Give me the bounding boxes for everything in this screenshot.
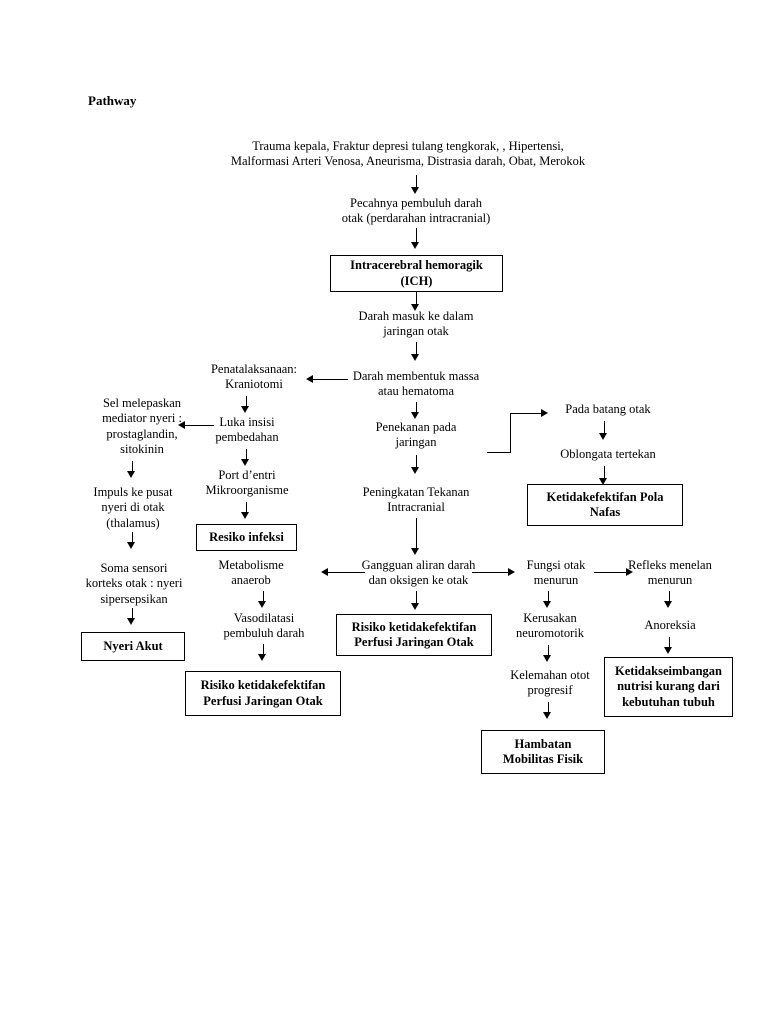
node-vasodilation: Vasodilatasi pembuluh darah (223, 611, 305, 641)
connector-anaerobic-to-vasodilation (263, 591, 264, 603)
connector-incision-to-mediator (184, 425, 214, 426)
box-nyeri-akut: Nyeri Akut (81, 632, 185, 661)
connector-causes-to-rupture (416, 175, 417, 189)
node-hematoma: Darah membentuk massa atau hematoma (352, 369, 480, 399)
arrowhead-down-rupture (411, 242, 419, 249)
connector-swallow-to-anorexia (669, 591, 670, 603)
connector-flow-to-perfusion-center (416, 591, 417, 605)
box-intracerebral-hemoragik: Intracerebral hemoragik (ICH) (330, 255, 503, 292)
arrowhead-down-neuromotor (543, 655, 551, 662)
arrowhead-right-brain-function (626, 568, 633, 576)
node-management: Penatalaksanaan: Kraniotomi (210, 362, 298, 392)
arrowhead-left-incision (178, 421, 185, 429)
arrowhead-left-flow (321, 568, 328, 576)
arrowhead-down-hematoma (411, 412, 419, 419)
connector-blood-enters-to-hematoma (416, 342, 417, 356)
node-medulla-compressed: Oblongata tertekan (560, 447, 656, 461)
arrowhead-down-impulse (127, 542, 135, 549)
box-perfusion-risk-left: Risiko ketidakefektifan Perfusi Jaringan… (185, 671, 341, 716)
arrowhead-down-ich (411, 304, 419, 311)
connector-hematoma-to-management (312, 379, 348, 380)
connector-icp-to-flow (416, 518, 417, 550)
connector-management-to-incision (246, 396, 247, 408)
connector-pressure-to-icp (416, 455, 417, 469)
connector-flow-to-anaerobic (327, 572, 365, 573)
node-causes: Trauma kepala, Fraktur depresi tulang te… (230, 139, 586, 169)
node-tissue-pressure: Penekanan pada jaringan (375, 420, 457, 450)
node-anorexia: Anoreksia (644, 618, 696, 632)
box-ketidakseimbangan-nutrisi: Ketidakseimbangan nutrisi kurang dari ke… (604, 657, 733, 717)
box-perfusion-risk-center: Risiko ketidakefektifan Perfusi Jaringan… (336, 614, 492, 656)
connector-ich-to-blood-enters (416, 292, 417, 306)
box-ketidakefektifan-pola-nafas: Ketidakefektifan Pola Nafas (527, 484, 683, 526)
connector-neuromotor-to-weakness (548, 645, 549, 657)
arrowhead-right-flow (508, 568, 515, 576)
connector-flow-to-brain-function (472, 572, 510, 573)
arrowhead-down-port (241, 512, 249, 519)
node-mediator-release: Sel melepaskan mediator nyeri : prostagl… (102, 396, 182, 456)
connector-pressure-step-v (510, 413, 511, 453)
connector-port-to-infection (246, 502, 247, 514)
node-swallow-reflex: Refleks menelan menurun (628, 558, 712, 588)
box-hambatan-mobilitas-fisik: Hambatan Mobilitas Fisik (481, 730, 605, 774)
arrowhead-down-anaerobic (258, 601, 266, 608)
node-brainstem: Pada batang otak (565, 402, 651, 416)
connector-hematoma-to-pressure (416, 402, 417, 414)
node-icp-increase: Peningkatan Tekanan Intracranial (362, 485, 470, 515)
arrowhead-down-flow (411, 603, 419, 610)
node-blood-flow-disorder: Gangguan aliran darah dan oksigen ke ota… (361, 558, 476, 588)
arrowhead-down-medulla (599, 478, 607, 485)
arrowhead-down-blood-enters (411, 354, 419, 361)
connector-brain-function-to-swallow (594, 572, 628, 573)
node-rupture: Pecahnya pembuluh darah otak (perdarahan… (341, 196, 491, 226)
arrowhead-down-mediator (127, 471, 135, 478)
page-title: Pathway (88, 93, 137, 108)
box-resiko-infeksi: Resiko infeksi (196, 524, 297, 551)
connector-pressure-step-h1 (487, 452, 511, 453)
arrowhead-down-brain-function (543, 601, 551, 608)
connector-rupture-to-ich (416, 228, 417, 244)
arrowhead-down-brainstem (599, 433, 607, 440)
arrowhead-down-pressure (411, 467, 419, 474)
connector-brain-function-to-neuromotor (548, 591, 549, 603)
connector-incision-to-port (246, 449, 247, 461)
arrowhead-down-weakness (543, 712, 551, 719)
node-incision-wound: Luka insisi pembedahan (215, 415, 279, 445)
node-anaerobic-metabolism: Metabolisme anaerob (218, 558, 284, 588)
arrowhead-down-icp (411, 548, 419, 555)
node-blood-enters: Darah masuk ke dalam jaringan otak (358, 309, 474, 339)
arrowhead-down-vasodilation (258, 654, 266, 661)
arrowhead-down-swallow (664, 601, 672, 608)
node-brain-function-decrease: Fungsi otak menurun (526, 558, 586, 588)
node-soma-sensory: Soma sensori korteks otak : nyeri sipers… (85, 561, 183, 606)
connector-vasodilation-to-perfusion (263, 644, 264, 656)
connector-soma-to-pain (132, 608, 133, 620)
node-neuromotor-damage: Kerusakan neuromotorik (515, 611, 585, 641)
connector-weakness-to-mobility (548, 702, 549, 714)
connector-impulse-to-soma (132, 532, 133, 544)
arrowhead-down-anorexia (664, 647, 672, 654)
node-port-dentri: Port d’entri Mikroorganisme (205, 468, 289, 498)
arrowhead-down-causes (411, 187, 419, 194)
node-impulse-center: Impuls ke pusat nyeri di otak (thalamus) (93, 485, 173, 530)
connector-medulla-to-breathing (604, 466, 605, 480)
arrowhead-down-management (241, 406, 249, 413)
connector-mediator-to-impulse (132, 461, 133, 473)
connector-pressure-step-h2 (510, 413, 542, 414)
arrowhead-right-brainstem (541, 409, 548, 417)
arrowhead-down-incision (241, 459, 249, 466)
connector-brainstem-to-medulla (604, 421, 605, 435)
node-muscle-weakness: Kelemahan otot progresif (510, 668, 590, 698)
connector-anorexia-to-nutrition (669, 637, 670, 649)
arrowhead-left-hematoma (306, 375, 313, 383)
arrowhead-down-soma (127, 618, 135, 625)
